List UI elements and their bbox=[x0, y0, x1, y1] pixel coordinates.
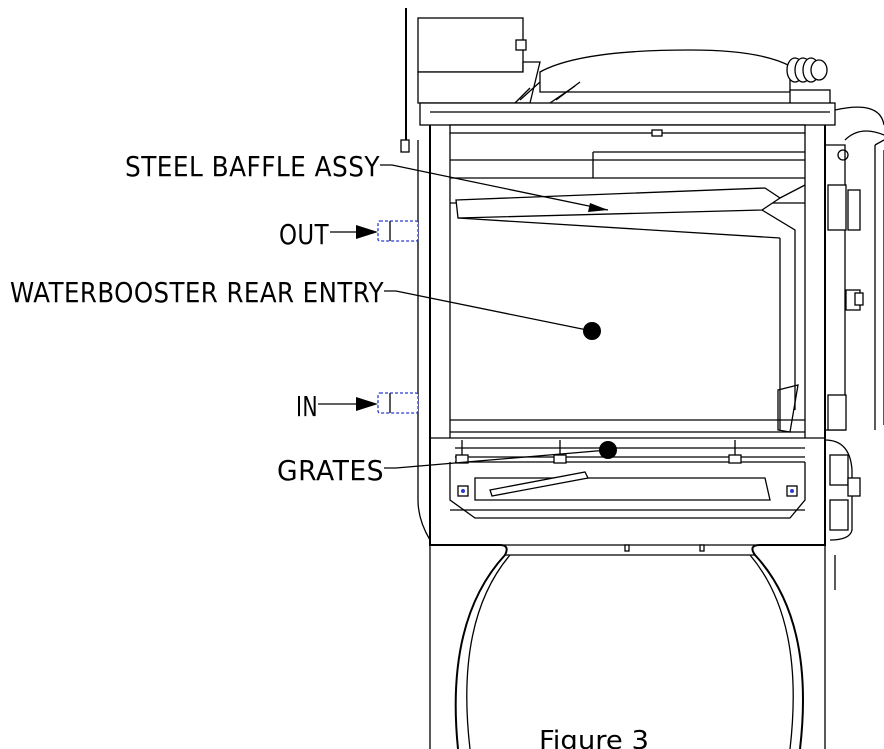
coil-handle bbox=[786, 57, 828, 83]
label-waterbooster: WATERBOOSTER REAR ENTRY bbox=[10, 276, 384, 309]
figure-caption: Figure 3 bbox=[539, 726, 649, 749]
flue-fitting bbox=[400, 139, 410, 153]
grates-leader bbox=[384, 449, 609, 469]
ash-pan bbox=[449, 462, 806, 519]
label-steel-baffle: STEEL BAFFLE ASSY bbox=[125, 150, 380, 183]
label-in: IN bbox=[296, 390, 318, 423]
waterbooster-leader bbox=[384, 290, 593, 332]
steel-baffle-leader bbox=[380, 164, 609, 211]
top-plate bbox=[419, 102, 836, 126]
steel-baffle bbox=[455, 184, 806, 430]
stove-legs bbox=[429, 510, 826, 749]
grates bbox=[455, 440, 805, 464]
label-grates: GRATES bbox=[277, 454, 384, 487]
label-out: OUT bbox=[279, 218, 329, 251]
side-door bbox=[824, 139, 884, 590]
water-pipes bbox=[377, 220, 419, 414]
hotplate-assembly bbox=[417, 17, 831, 105]
